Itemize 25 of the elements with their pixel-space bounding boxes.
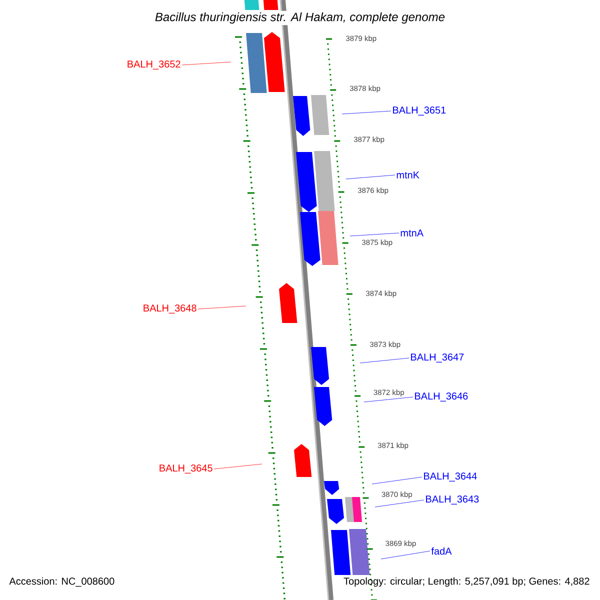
- gene-label: mtnA: [400, 230, 424, 236]
- leader-line: [198, 306, 246, 310]
- leader-line: [214, 464, 262, 470]
- leader-line: [342, 110, 392, 114]
- gene-label: BALH_3643: [426, 496, 479, 504]
- gene-label: mtnK: [396, 172, 420, 178]
- accession-text: Accession: NC_008600: [9, 577, 114, 587]
- genome-info-text: Topology: circular; Length: 5,257,091 bp; Genes: 4,882: [344, 577, 590, 587]
- gene-label: BALH_3644: [424, 472, 477, 482]
- leader-line: [182, 62, 232, 66]
- gene-label: fadA: [431, 547, 452, 555]
- leader-line: [350, 232, 400, 236]
- gene-label: BALH_3651: [393, 106, 446, 116]
- leader-line: [360, 358, 410, 364]
- leader-line: [364, 396, 414, 402]
- title: Bacillus thuringiensis str. Al Hakam, complete genome: [153, 10, 447, 26]
- gene-label: BALH_3645: [160, 464, 212, 474]
- leader-line: [374, 500, 424, 508]
- leader-line: [346, 174, 396, 180]
- leader-line: [372, 476, 422, 484]
- gene-label: BALH_3647: [411, 354, 464, 362]
- leader-line: [380, 550, 430, 560]
- gene-label: BALH_3646: [415, 392, 468, 402]
- gene-label: BALH_3648: [144, 304, 196, 314]
- gene-label: BALH_3652: [128, 60, 180, 70]
